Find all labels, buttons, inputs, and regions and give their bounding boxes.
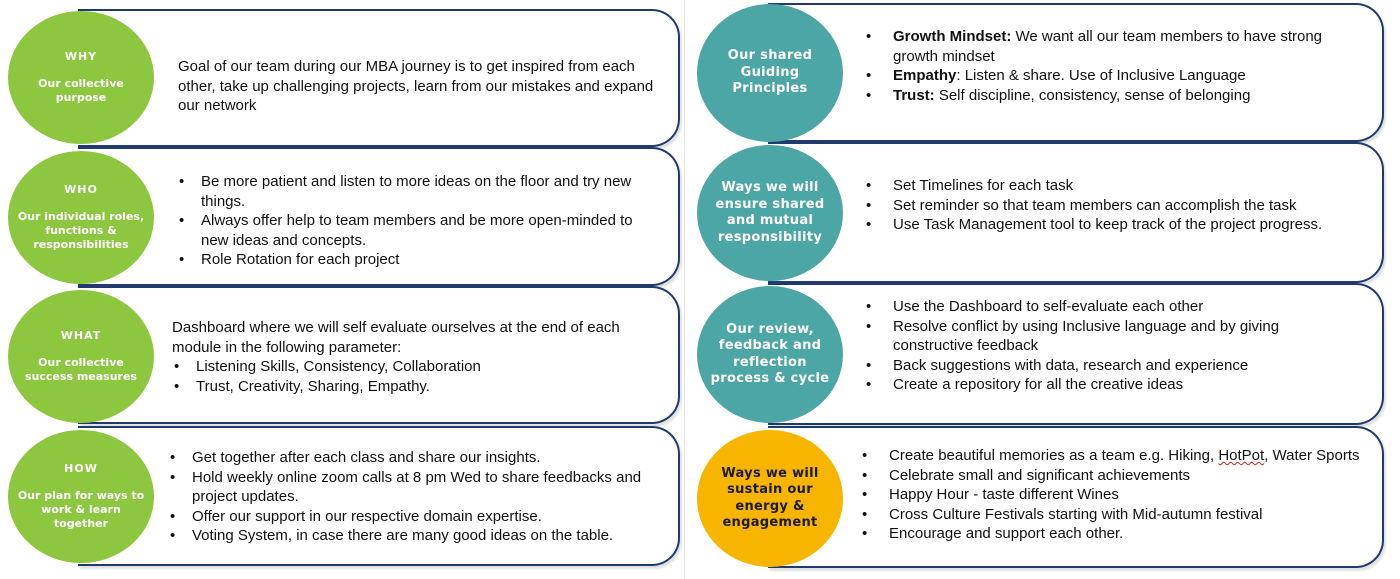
list-item: Empathy: Listen & share. Use of Inclusiv… (862, 66, 1362, 86)
responsibility-circle: Ways we will ensure shared and mutual re… (697, 145, 843, 281)
list-item: Get together after each class and share … (168, 448, 668, 468)
list-item: Trust, Creativity, Sharing, Empathy. (172, 377, 662, 397)
review-content: Use the Dashboard to self-evaluate each … (862, 297, 1362, 395)
engagement-list: Create beautiful memories as a team e.g.… (858, 446, 1388, 544)
list-item: Use Task Management tool to keep track o… (862, 215, 1372, 235)
column-divider (684, 0, 685, 579)
who-list: Be more patient and listen to more ideas… (177, 172, 652, 270)
list-item: Always offer help to team members and be… (177, 211, 652, 250)
list-item: Resolve conflict by using Inclusive lang… (862, 317, 1362, 356)
how-heading: HOW (64, 462, 98, 475)
review-list: Use the Dashboard to self-evaluate each … (862, 297, 1362, 395)
review-circle: Our review, feedback and reflection proc… (697, 286, 843, 423)
principles-circle: Our shared Guiding Principles (697, 4, 843, 142)
list-item: Offer our support in our respective doma… (168, 507, 668, 527)
list-item: Set Timelines for each task (862, 176, 1372, 196)
what-paragraph: Dashboard where we will self evaluate ou… (172, 319, 620, 356)
who-subheading: Our individual roles, functions & respon… (17, 210, 145, 251)
list-item: Hold weekly online zoom calls at 8 pm We… (168, 468, 668, 507)
list-item: Celebrate small and significant achievem… (858, 466, 1388, 486)
list-item: Cross Culture Festivals starting with Mi… (858, 505, 1388, 525)
why-card (78, 9, 680, 147)
principles-title: Our shared Guiding Principles (727, 48, 813, 97)
engagement-title: Ways we will sustain our energy & engage… (721, 465, 819, 531)
why-heading: WHY (64, 50, 98, 63)
list-item: Role Rotation for each project (177, 250, 652, 270)
what-circle: WHAT Our collective success measures (8, 290, 154, 423)
list-item: Listening Skills, Consistency, Collabora… (172, 357, 662, 377)
who-heading: WHO (64, 183, 98, 196)
what-heading: WHAT (60, 329, 102, 342)
list-item: Be more patient and listen to more ideas… (177, 172, 652, 211)
list-item: Voting System, in case there are many go… (168, 526, 668, 546)
how-subheading: Our plan for ways to work & learn togeth… (17, 489, 145, 530)
responsibility-content: Set Timelines for each task Set reminder… (862, 176, 1372, 235)
what-subheading: Our collective success measures (25, 356, 137, 383)
list-item: Set reminder so that team members can ac… (862, 196, 1372, 216)
why-circle: WHY Our collective purpose (8, 11, 154, 144)
engagement-circle: Ways we will sustain our energy & engage… (697, 430, 843, 567)
why-subheading: Our collective purpose (38, 77, 124, 104)
who-circle: WHO Our individual roles, functions & re… (8, 151, 154, 284)
list-item: Use the Dashboard to self-evaluate each … (862, 297, 1362, 317)
why-content: Goal of our team during our MBA journey … (178, 57, 673, 116)
responsibility-title: Ways we will ensure shared and mutual re… (715, 180, 825, 245)
responsibility-list: Set Timelines for each task Set reminder… (862, 176, 1372, 235)
who-content: Be more patient and listen to more ideas… (177, 172, 652, 270)
what-list: Listening Skills, Consistency, Collabora… (172, 357, 662, 396)
review-title: Our review, feedback and reflection proc… (710, 321, 830, 387)
principles-list: Growth Mindset: We want all our team mem… (862, 27, 1362, 105)
list-item: Create beautiful memories as a team e.g.… (858, 446, 1388, 466)
list-item: Growth Mindset: We want all our team mem… (862, 27, 1362, 66)
list-item: Happy Hour - taste different Wines (858, 485, 1388, 505)
how-circle: HOW Our plan for ways to work & learn to… (8, 430, 154, 563)
list-item: Trust: Self discipline, consistency, sen… (862, 86, 1362, 106)
how-list: Get together after each class and share … (168, 448, 668, 546)
what-card (78, 286, 680, 424)
list-item: Encourage and support each other. (858, 524, 1388, 544)
list-item: Create a repository for all the creative… (862, 375, 1362, 395)
how-content: Get together after each class and share … (168, 448, 668, 546)
engagement-content: Create beautiful memories as a team e.g.… (858, 446, 1388, 544)
principles-content: Growth Mindset: We want all our team mem… (862, 27, 1362, 105)
why-paragraph: Goal of our team during our MBA journey … (178, 58, 654, 114)
list-item: Back suggestions with data, research and… (862, 356, 1362, 376)
what-content: Dashboard where we will self evaluate ou… (172, 318, 662, 396)
